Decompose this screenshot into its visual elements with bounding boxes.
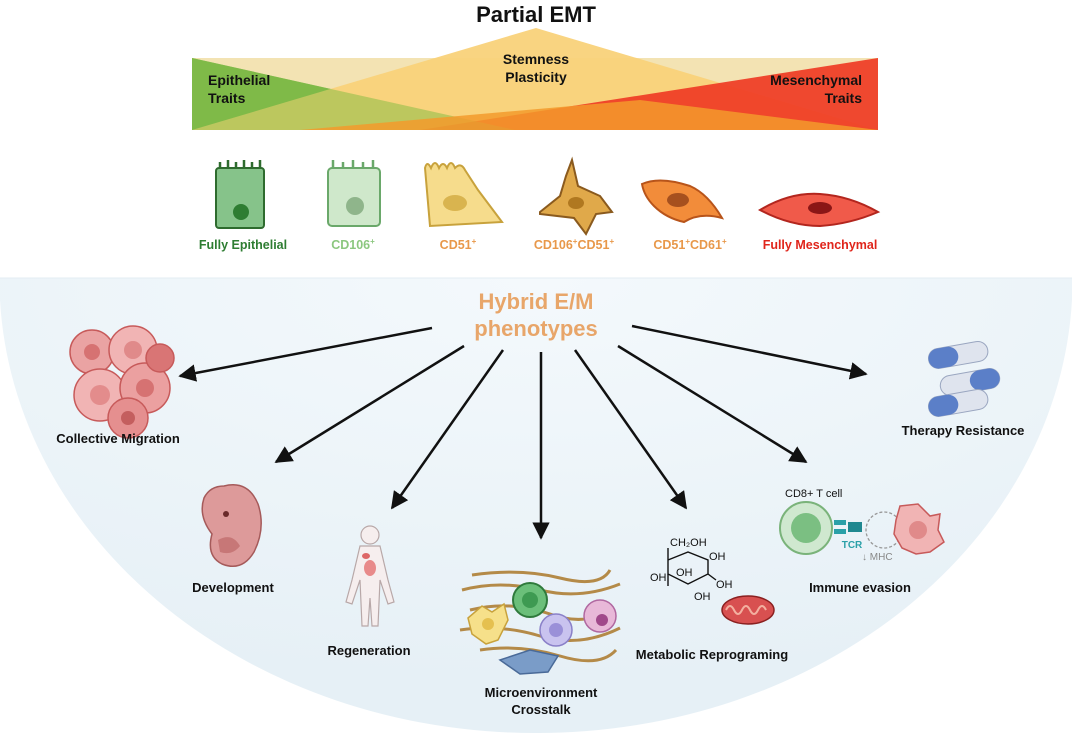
cell-fully-epithelial-icon	[215, 160, 265, 229]
glucose-oh-5: OH	[716, 579, 733, 591]
cell-label-cd106-cd51: CD106+CD51+	[534, 237, 615, 252]
hub-title-line1: Hybrid E/M	[479, 289, 594, 314]
arrow-therapy	[631, 324, 868, 380]
glucose-icon	[667, 548, 717, 586]
glucose-oh-3: OH	[676, 567, 693, 579]
mhc-label: ↓ MHC	[862, 552, 893, 563]
cell-cd51-icon	[423, 162, 504, 228]
arrow-immune	[617, 344, 808, 464]
pills-icon	[927, 341, 1001, 417]
arrow-collective-migration	[178, 326, 433, 382]
cell-cluster-icon	[69, 325, 175, 439]
tcr-label: TCR	[842, 540, 863, 551]
page-title: Partial EMT	[476, 2, 596, 27]
epithelial-label-2: Traits	[208, 90, 246, 106]
arrow-metabolic	[573, 349, 688, 510]
label-microenvironment-2: Crosstalk	[511, 702, 571, 717]
tumor-cell-icon	[865, 503, 945, 555]
glucose-oh-1: OH	[709, 551, 726, 563]
label-therapy-resistance: Therapy Resistance	[902, 423, 1025, 438]
cd8-t-cell-label: CD8+ T cell	[785, 488, 842, 500]
label-development: Development	[192, 580, 274, 595]
stemness-label: Stemness	[503, 51, 569, 67]
label-regeneration: Regeneration	[327, 643, 410, 658]
epithelial-overlap	[192, 58, 515, 130]
cell-cd106-cd51-icon	[539, 156, 614, 236]
label-collective-migration: Collective Migration	[56, 431, 180, 446]
t-cell-icon	[779, 501, 862, 555]
embryo-icon	[201, 484, 262, 567]
plasticity-label: Plasticity	[505, 69, 567, 85]
mesenchymal-label-1: Mesenchymal	[770, 72, 862, 88]
arrows	[178, 324, 868, 540]
label-immune-evasion: Immune evasion	[809, 580, 911, 595]
label-metabolic: Metabolic Reprograming	[636, 647, 788, 662]
emt-gradient: Epithelial Traits Stemness Plasticity Me…	[192, 28, 878, 130]
cell-label-fully-mesenchymal: Fully Mesenchymal	[763, 238, 878, 252]
glucose-oh-4: OH	[694, 591, 711, 603]
arrow-development	[274, 344, 465, 464]
microenvironment-icon	[459, 569, 621, 675]
label-microenvironment-1: Microenvironment	[485, 685, 598, 700]
cell-label-cd106: CD106+	[331, 237, 375, 252]
cell-label-fully-epithelial: Fully Epithelial	[199, 238, 287, 252]
glucose-ch2oh: CH₂OH	[670, 537, 707, 549]
orange-base	[300, 100, 878, 130]
arrow-regeneration	[390, 349, 505, 510]
background-arc	[0, 278, 1072, 733]
cell-fully-mesenchymal-icon	[757, 192, 881, 228]
cell-label-cd51-cd61: CD51+CD61+	[653, 237, 727, 252]
hub-title-line2: phenotypes	[474, 316, 597, 341]
epithelial-label-1: Epithelial	[208, 72, 270, 88]
cell-cd51-cd61-icon	[640, 179, 725, 224]
mesenchymal-label-2: Traits	[825, 90, 863, 106]
cell-label-cd51: CD51+	[440, 237, 477, 252]
glucose-oh-2: OH	[650, 572, 667, 584]
cell-cd106-icon	[327, 160, 381, 227]
human-body-icon	[345, 525, 395, 627]
mitochondrion-icon	[721, 595, 775, 625]
